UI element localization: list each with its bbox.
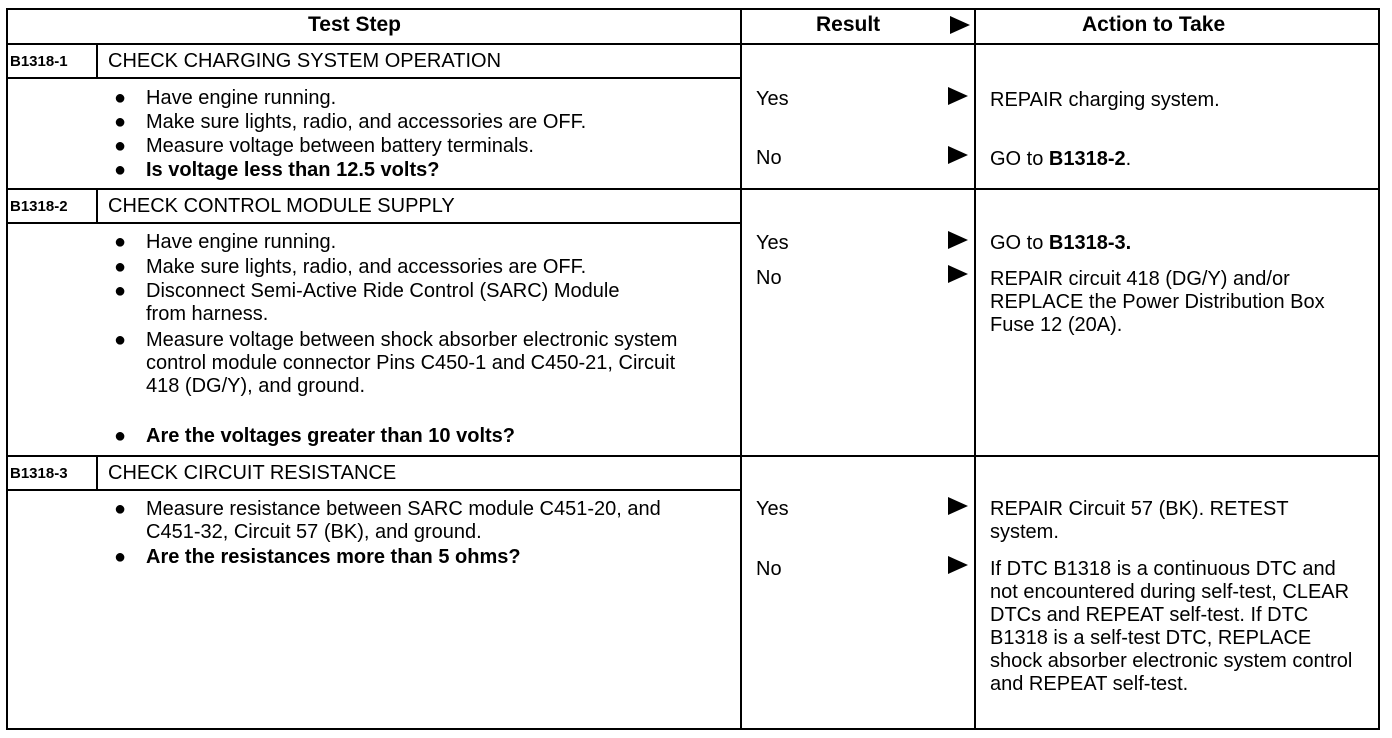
bullet-icon: ● (114, 498, 127, 520)
step-title: CHECK CHARGING SYSTEM OPERATION (108, 50, 502, 72)
action-text: REPAIR Circuit 57 (BK). RETEST system. (990, 498, 1289, 543)
action-text: GO to B1318-3. (990, 232, 1132, 254)
result-label: Yes (756, 88, 789, 110)
list-item: ● Disconnect Semi-Active Ride Control (S… (114, 280, 620, 325)
bullet-icon: ● (114, 159, 127, 181)
header-arrow-icon (950, 16, 970, 34)
bullet-icon: ● (114, 256, 127, 278)
col-divider-action (974, 8, 976, 730)
result-label: No (756, 267, 782, 289)
list-item: ● Measure voltage between shock absorber… (114, 329, 678, 397)
arrow-right-icon (948, 556, 968, 574)
bullet-icon: ● (114, 111, 127, 133)
bullet-icon: ● (114, 329, 127, 351)
bullet-icon: ● (114, 425, 127, 447)
list-item: ● Measure voltage between battery termin… (114, 135, 534, 157)
header-bottom-border (6, 43, 1380, 45)
step-id: B1318-1 (10, 53, 68, 70)
action-text: GO to B1318-2. (990, 148, 1132, 170)
col-divider-result (740, 8, 742, 730)
step-separator-1 (6, 188, 1380, 190)
arrow-right-icon (948, 265, 968, 283)
result-label: Yes (756, 232, 789, 254)
step3-id-divider (96, 456, 98, 490)
list-item: ● Have engine running. (114, 87, 337, 109)
list-item: ● Have engine running. (114, 231, 337, 253)
result-label: No (756, 147, 782, 169)
list-item: ● Are the voltages greater than 10 volts… (114, 425, 516, 447)
result-label: Yes (756, 498, 789, 520)
result-label: No (756, 558, 782, 580)
table-right-border (1378, 8, 1380, 730)
step3-title-underline (6, 489, 742, 491)
table-bottom-border (6, 728, 1380, 730)
step2-id-divider (96, 189, 98, 223)
step-title: CHECK CONTROL MODULE SUPPLY (108, 195, 455, 217)
header-action: Action to Take (1082, 13, 1226, 36)
bullet-icon: ● (114, 231, 127, 253)
table-left-border (6, 8, 8, 730)
step-id: B1318-3 (10, 465, 68, 482)
list-item: ● Make sure lights, radio, and accessori… (114, 111, 587, 133)
list-item: ● Are the resistances more than 5 ohms? (114, 546, 521, 568)
action-text: If DTC B1318 is a continuous DTC and not… (990, 558, 1353, 695)
arrow-right-icon (948, 231, 968, 249)
list-item: ● Measure resistance between SARC module… (114, 498, 661, 543)
step2-title-underline (6, 222, 742, 224)
action-text: REPAIR charging system. (990, 89, 1220, 111)
action-text: REPAIR circuit 418 (DG/Y) and/or REPLACE… (990, 268, 1325, 336)
step1-title-underline (6, 77, 742, 79)
step-title: CHECK CIRCUIT RESISTANCE (108, 462, 397, 484)
bullet-icon: ● (114, 87, 127, 109)
header-result: Result (816, 13, 881, 36)
arrow-right-icon (948, 146, 968, 164)
table-top-border (6, 8, 1380, 10)
list-item: ● Make sure lights, radio, and accessori… (114, 256, 587, 278)
bullet-icon: ● (114, 135, 127, 157)
bullet-icon: ● (114, 546, 127, 568)
step-separator-2 (6, 455, 1380, 457)
header-test-step: Test Step (308, 13, 401, 36)
list-item: ● Is voltage less than 12.5 volts? (114, 159, 440, 181)
step-id: B1318-2 (10, 198, 68, 215)
arrow-right-icon (948, 497, 968, 515)
arrow-right-icon (948, 87, 968, 105)
step1-id-divider (96, 44, 98, 78)
bullet-icon: ● (114, 280, 127, 302)
